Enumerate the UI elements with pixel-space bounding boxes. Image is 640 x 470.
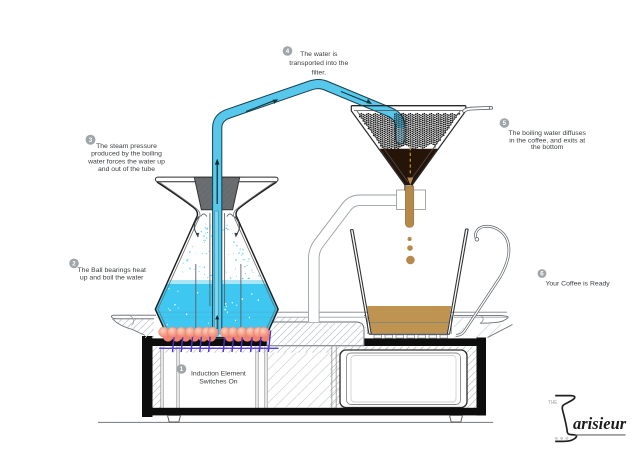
svg-text:5: 5: [503, 120, 507, 127]
svg-text:1: 1: [180, 366, 184, 373]
svg-text:3: 3: [89, 137, 93, 144]
svg-text:6: 6: [540, 271, 544, 278]
svg-text:produced by the boiling: produced by the boiling: [91, 151, 162, 158]
svg-text:Your Coffee is Ready: Your Coffee is Ready: [545, 281, 610, 288]
svg-text:The water is: The water is: [300, 51, 338, 58]
svg-text:The boiling water diffuses: The boiling water diffuses: [508, 130, 586, 137]
svg-text:The steam pressure: The steam pressure: [96, 143, 157, 150]
svg-text:4: 4: [286, 48, 290, 55]
svg-text:up and boil the water: up and boil the water: [80, 274, 144, 281]
svg-text:transported into the: transported into the: [289, 60, 348, 67]
svg-text:2: 2: [72, 261, 76, 268]
svg-text:filter.: filter.: [312, 69, 327, 76]
svg-text:The Ball bearings heat: The Ball bearings heat: [77, 267, 146, 274]
svg-text:and out of the tube: and out of the tube: [98, 166, 155, 173]
svg-text:water forces the water up: water forces the water up: [87, 158, 165, 165]
svg-text:Switches On: Switches On: [199, 379, 238, 386]
svg-text:arisieur: arisieur: [573, 414, 627, 433]
svg-text:Induction Element: Induction Element: [191, 370, 246, 377]
svg-text:the bottom: the bottom: [531, 144, 564, 151]
svg-text:THE: THE: [548, 400, 557, 406]
